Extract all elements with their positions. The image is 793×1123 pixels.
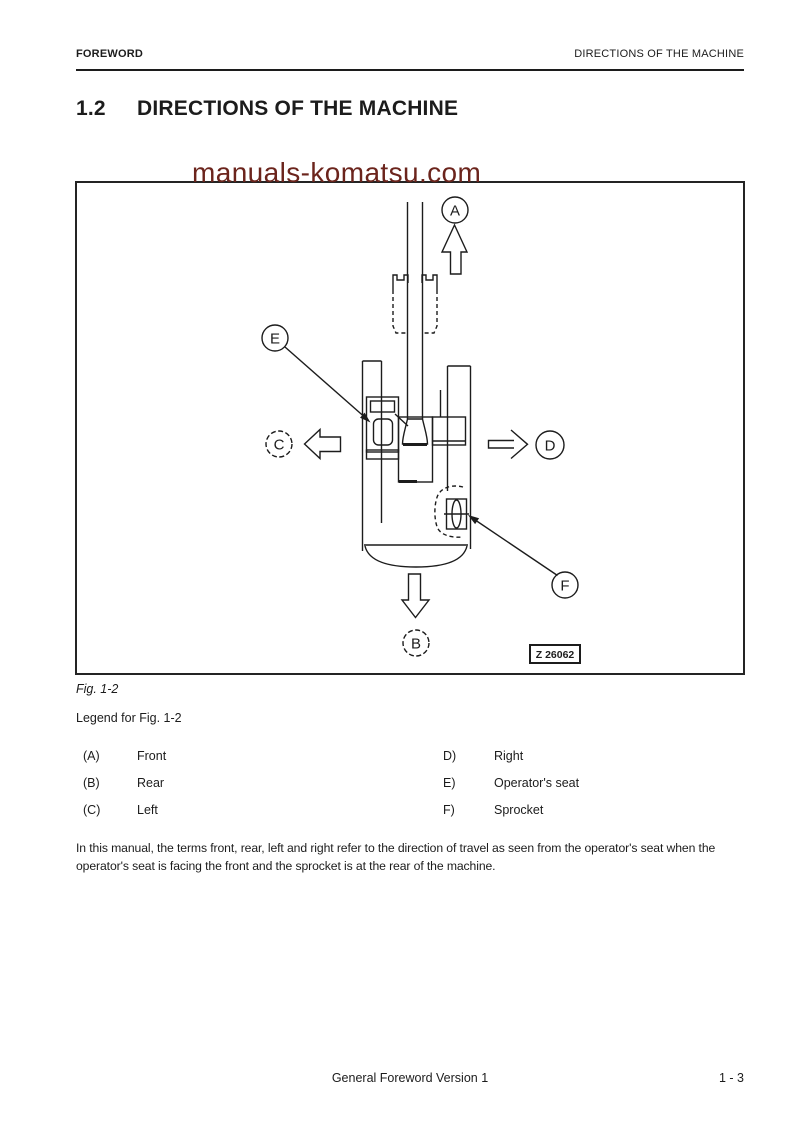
drawing-code-box: Z 26062 [529,644,581,664]
watermark-text: manuals-komatsu.com [192,157,482,188]
machine-body [361,360,472,568]
legend-value: Rear [137,776,165,790]
legend-value: Operator's seat [494,776,580,790]
legend-key: (B) [83,776,100,790]
svg-text:F: F [560,578,569,595]
section-title-text: DIRECTIONS OF THE MACHINE [137,97,459,120]
legend-key: F) [443,803,455,817]
machine-direction-diagram: A B C D E F [261,196,581,664]
legend-value: Sprocket [494,803,544,817]
boom [406,202,424,419]
legend-value: Front [137,749,167,763]
left-arrow-icon [303,427,342,461]
label-f: F [551,571,579,599]
seat-leader-line [284,346,371,423]
section-number: 1.2 [76,97,106,120]
front-arrow-icon [440,223,469,275]
label-a: A [441,196,469,224]
right-arrow-icon [487,429,529,460]
header-section-label: FOREWORD [76,48,143,60]
svg-text:C: C [274,437,285,454]
legend-value: Left [137,803,158,817]
legend-heading: Legend for Fig. 1-2 [76,711,182,725]
legend-value: Right [494,749,524,763]
svg-text:D: D [545,438,556,455]
sprocket-leader-line [468,515,558,577]
svg-text:B: B [411,636,421,653]
label-b: B [402,629,430,657]
svg-text:A: A [450,203,460,220]
svg-text:E: E [270,331,280,348]
legend-table: (A) Front D) Right (B) Rear E) Operator'… [83,749,694,830]
label-c: C [265,430,293,458]
figure-caption: Fig. 1-2 [76,682,119,696]
rear-arrow-icon [400,573,431,619]
label-d: D [535,430,565,460]
sprocket [434,485,469,538]
operator-seat [365,396,409,460]
legend-key: E) [443,776,456,790]
footer-page-number: 1 - 3 [718,1071,744,1085]
header-chapter-label: DIRECTIONS OF THE MACHINE [574,48,744,60]
label-e: E [261,324,289,352]
upper-structure [397,390,467,483]
figure-1-2: A B C D E F [75,181,745,675]
body-paragraph: In this manual, the terms front, rear, l… [76,841,716,873]
header-rule [76,69,744,71]
legend-key: D) [443,749,457,763]
bucket [392,274,438,334]
legend-key: (A) [83,749,100,763]
svg-text:Z 26062: Z 26062 [536,649,575,661]
legend-key: (C) [83,803,101,817]
footer-document-version: General Foreword Version 1 [331,1071,489,1085]
page-title: 1.2 DIRECTIONS OF THE MACHINE [76,97,458,121]
